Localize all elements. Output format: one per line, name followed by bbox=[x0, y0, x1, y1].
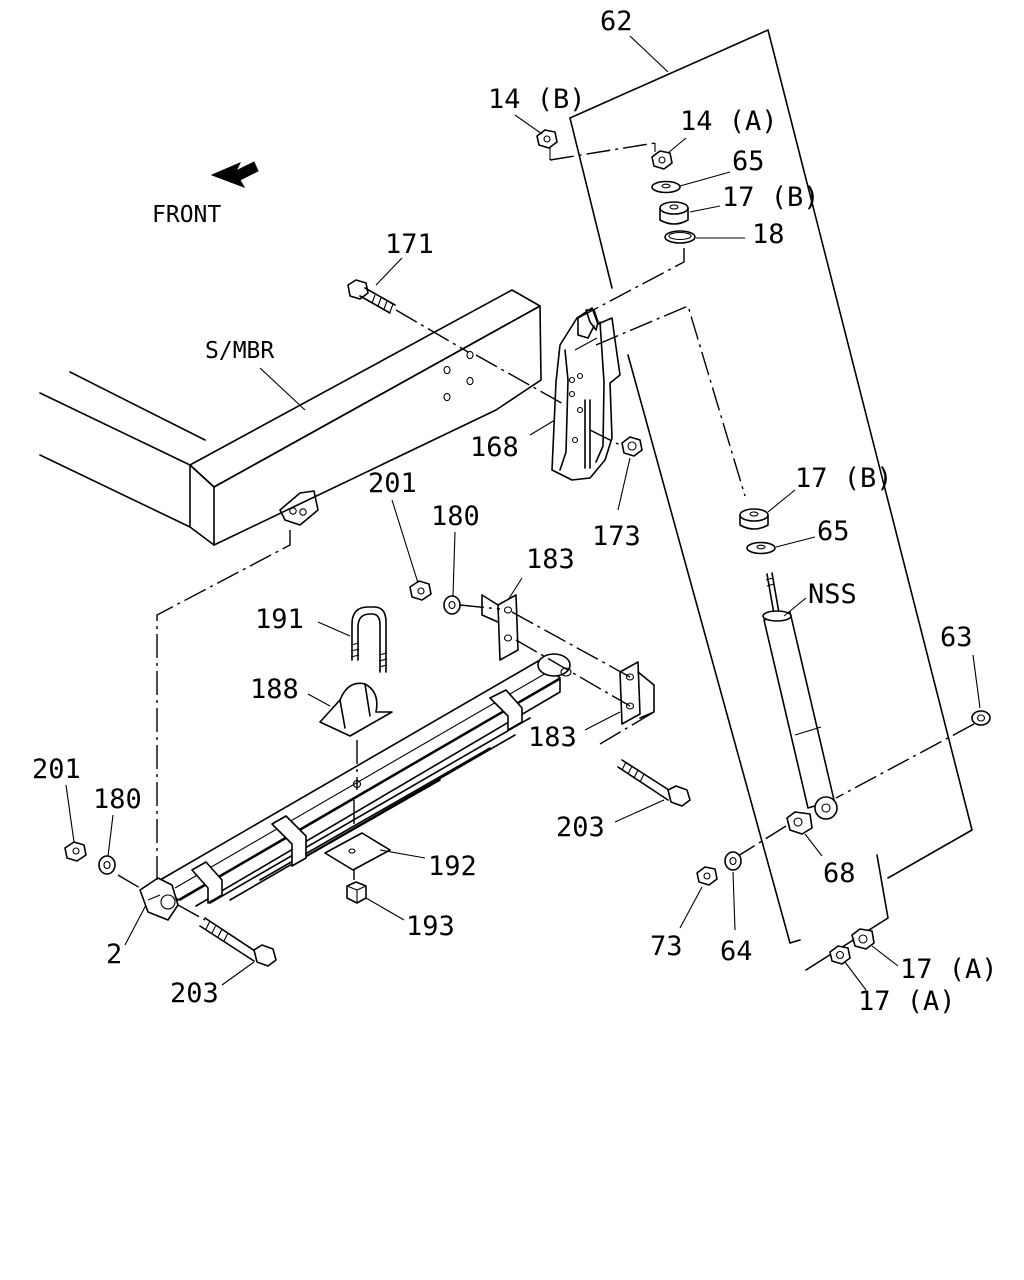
bolt-171-icon bbox=[347, 279, 396, 314]
bushing-17b-top-icon bbox=[659, 201, 689, 225]
part-68-label: 68 bbox=[823, 858, 856, 889]
washer-180-left-icon bbox=[98, 855, 116, 875]
nut-201-top-icon bbox=[409, 580, 432, 601]
part-171-label: 171 bbox=[385, 229, 434, 260]
nut-14b-icon bbox=[536, 129, 558, 149]
part-188-label: 188 bbox=[250, 674, 299, 705]
part-180-top-label: 180 bbox=[431, 501, 480, 532]
bushing-17a-bot-icon bbox=[829, 945, 851, 965]
part-62-label: 62 bbox=[600, 6, 633, 37]
part-192-label: 192 bbox=[428, 851, 477, 882]
shock-absorber-group-outline bbox=[569, 29, 973, 971]
part-193-label: 193 bbox=[406, 911, 455, 942]
washer-18-icon bbox=[664, 230, 696, 244]
front-arrow-icon bbox=[210, 161, 259, 188]
part-65-mid-label: 65 bbox=[817, 516, 850, 547]
bushing-17a-right-icon bbox=[851, 928, 875, 950]
part-17a-right-label: 17 (A) bbox=[900, 954, 998, 985]
part-203-left-label: 203 bbox=[170, 978, 219, 1009]
shackle-plate-183-bot-icon bbox=[619, 661, 655, 725]
washer-180-top-icon bbox=[443, 595, 461, 615]
plate-192-icon bbox=[324, 832, 391, 871]
nut-173-icon bbox=[621, 436, 643, 457]
shackle-plate-183-top-icon bbox=[481, 594, 519, 661]
part-203-right-label: 203 bbox=[556, 812, 605, 843]
nut-201-left-icon bbox=[64, 841, 87, 862]
part-168-label: 168 bbox=[470, 432, 519, 463]
part-nss-label: NSS bbox=[808, 579, 857, 610]
part-17a-bot-label: 17 (A) bbox=[858, 986, 956, 1017]
part-18-label: 18 bbox=[752, 219, 785, 250]
u-bolt-191-icon bbox=[350, 606, 388, 673]
part-17b-top-label: 17 (B) bbox=[722, 182, 820, 213]
washer-64-icon bbox=[724, 851, 742, 871]
part-183-bot-label: 183 bbox=[528, 722, 577, 753]
shock-mount-bracket bbox=[551, 307, 621, 481]
part-180-left-label: 180 bbox=[93, 784, 142, 815]
part-191-label: 191 bbox=[255, 604, 304, 635]
bolt-203-right-icon bbox=[617, 759, 691, 807]
bushing-68-icon bbox=[786, 811, 813, 835]
front-label: FRONT bbox=[152, 202, 221, 228]
part-183-top-label: 183 bbox=[526, 544, 575, 575]
side-member-frame bbox=[39, 289, 542, 546]
nut-193-icon bbox=[346, 881, 367, 904]
part-14b-label: 14 (B) bbox=[488, 84, 586, 115]
part-201-top-label: 201 bbox=[368, 468, 417, 499]
part-63-label: 63 bbox=[940, 622, 973, 653]
spring-seat-188-icon bbox=[319, 682, 393, 737]
part-2-label: 2 bbox=[106, 939, 122, 970]
part-17b-mid-label: 17 (B) bbox=[795, 463, 893, 494]
part-173-label: 173 bbox=[592, 521, 641, 552]
leaf-spring-icon bbox=[139, 653, 572, 921]
bushing-17b-mid-icon bbox=[739, 508, 769, 530]
part-201-left-label: 201 bbox=[32, 754, 81, 785]
part-73-label: 73 bbox=[650, 931, 683, 962]
part-65-top-label: 65 bbox=[732, 146, 765, 177]
part-64-label: 64 bbox=[720, 936, 753, 967]
s-mbr-label: S/MBR bbox=[205, 338, 274, 364]
washer-63-icon bbox=[971, 710, 991, 726]
washer-65-top-icon bbox=[651, 180, 681, 194]
nut-73-icon bbox=[696, 866, 718, 886]
shock-absorber-icon bbox=[762, 572, 838, 820]
part-14a-label: 14 (A) bbox=[680, 106, 778, 137]
washer-65-mid-icon bbox=[746, 541, 776, 555]
nut-14a-icon bbox=[651, 150, 673, 170]
bolt-203-left-icon bbox=[199, 917, 277, 967]
